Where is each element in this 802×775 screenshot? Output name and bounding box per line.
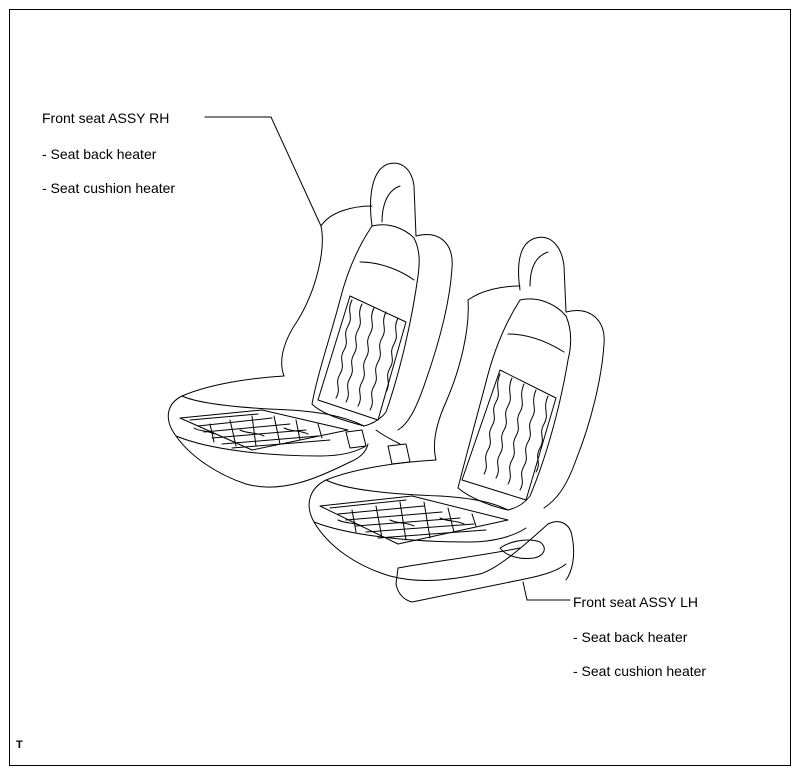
rh-seat-title: Front seat ASSY RH bbox=[42, 110, 170, 126]
corner-mark: T bbox=[16, 739, 23, 751]
leader-line-rh bbox=[204, 116, 322, 227]
rh-seat-back-heater-label: - Seat back heater bbox=[42, 146, 157, 162]
front-seat-rh bbox=[167, 162, 453, 488]
rh-seat-cushion-heater-label: - Seat cushion heater bbox=[42, 180, 176, 196]
diagram-frame bbox=[9, 9, 791, 766]
lh-seat-cushion-heater-label: - Seat cushion heater bbox=[573, 663, 707, 679]
lh-seat-title: Front seat ASSY LH bbox=[573, 594, 699, 610]
front-seat-lh bbox=[308, 236, 605, 603]
lh-seat-back-heater-label: - Seat back heater bbox=[573, 629, 688, 645]
leader-line-lh bbox=[522, 581, 571, 601]
